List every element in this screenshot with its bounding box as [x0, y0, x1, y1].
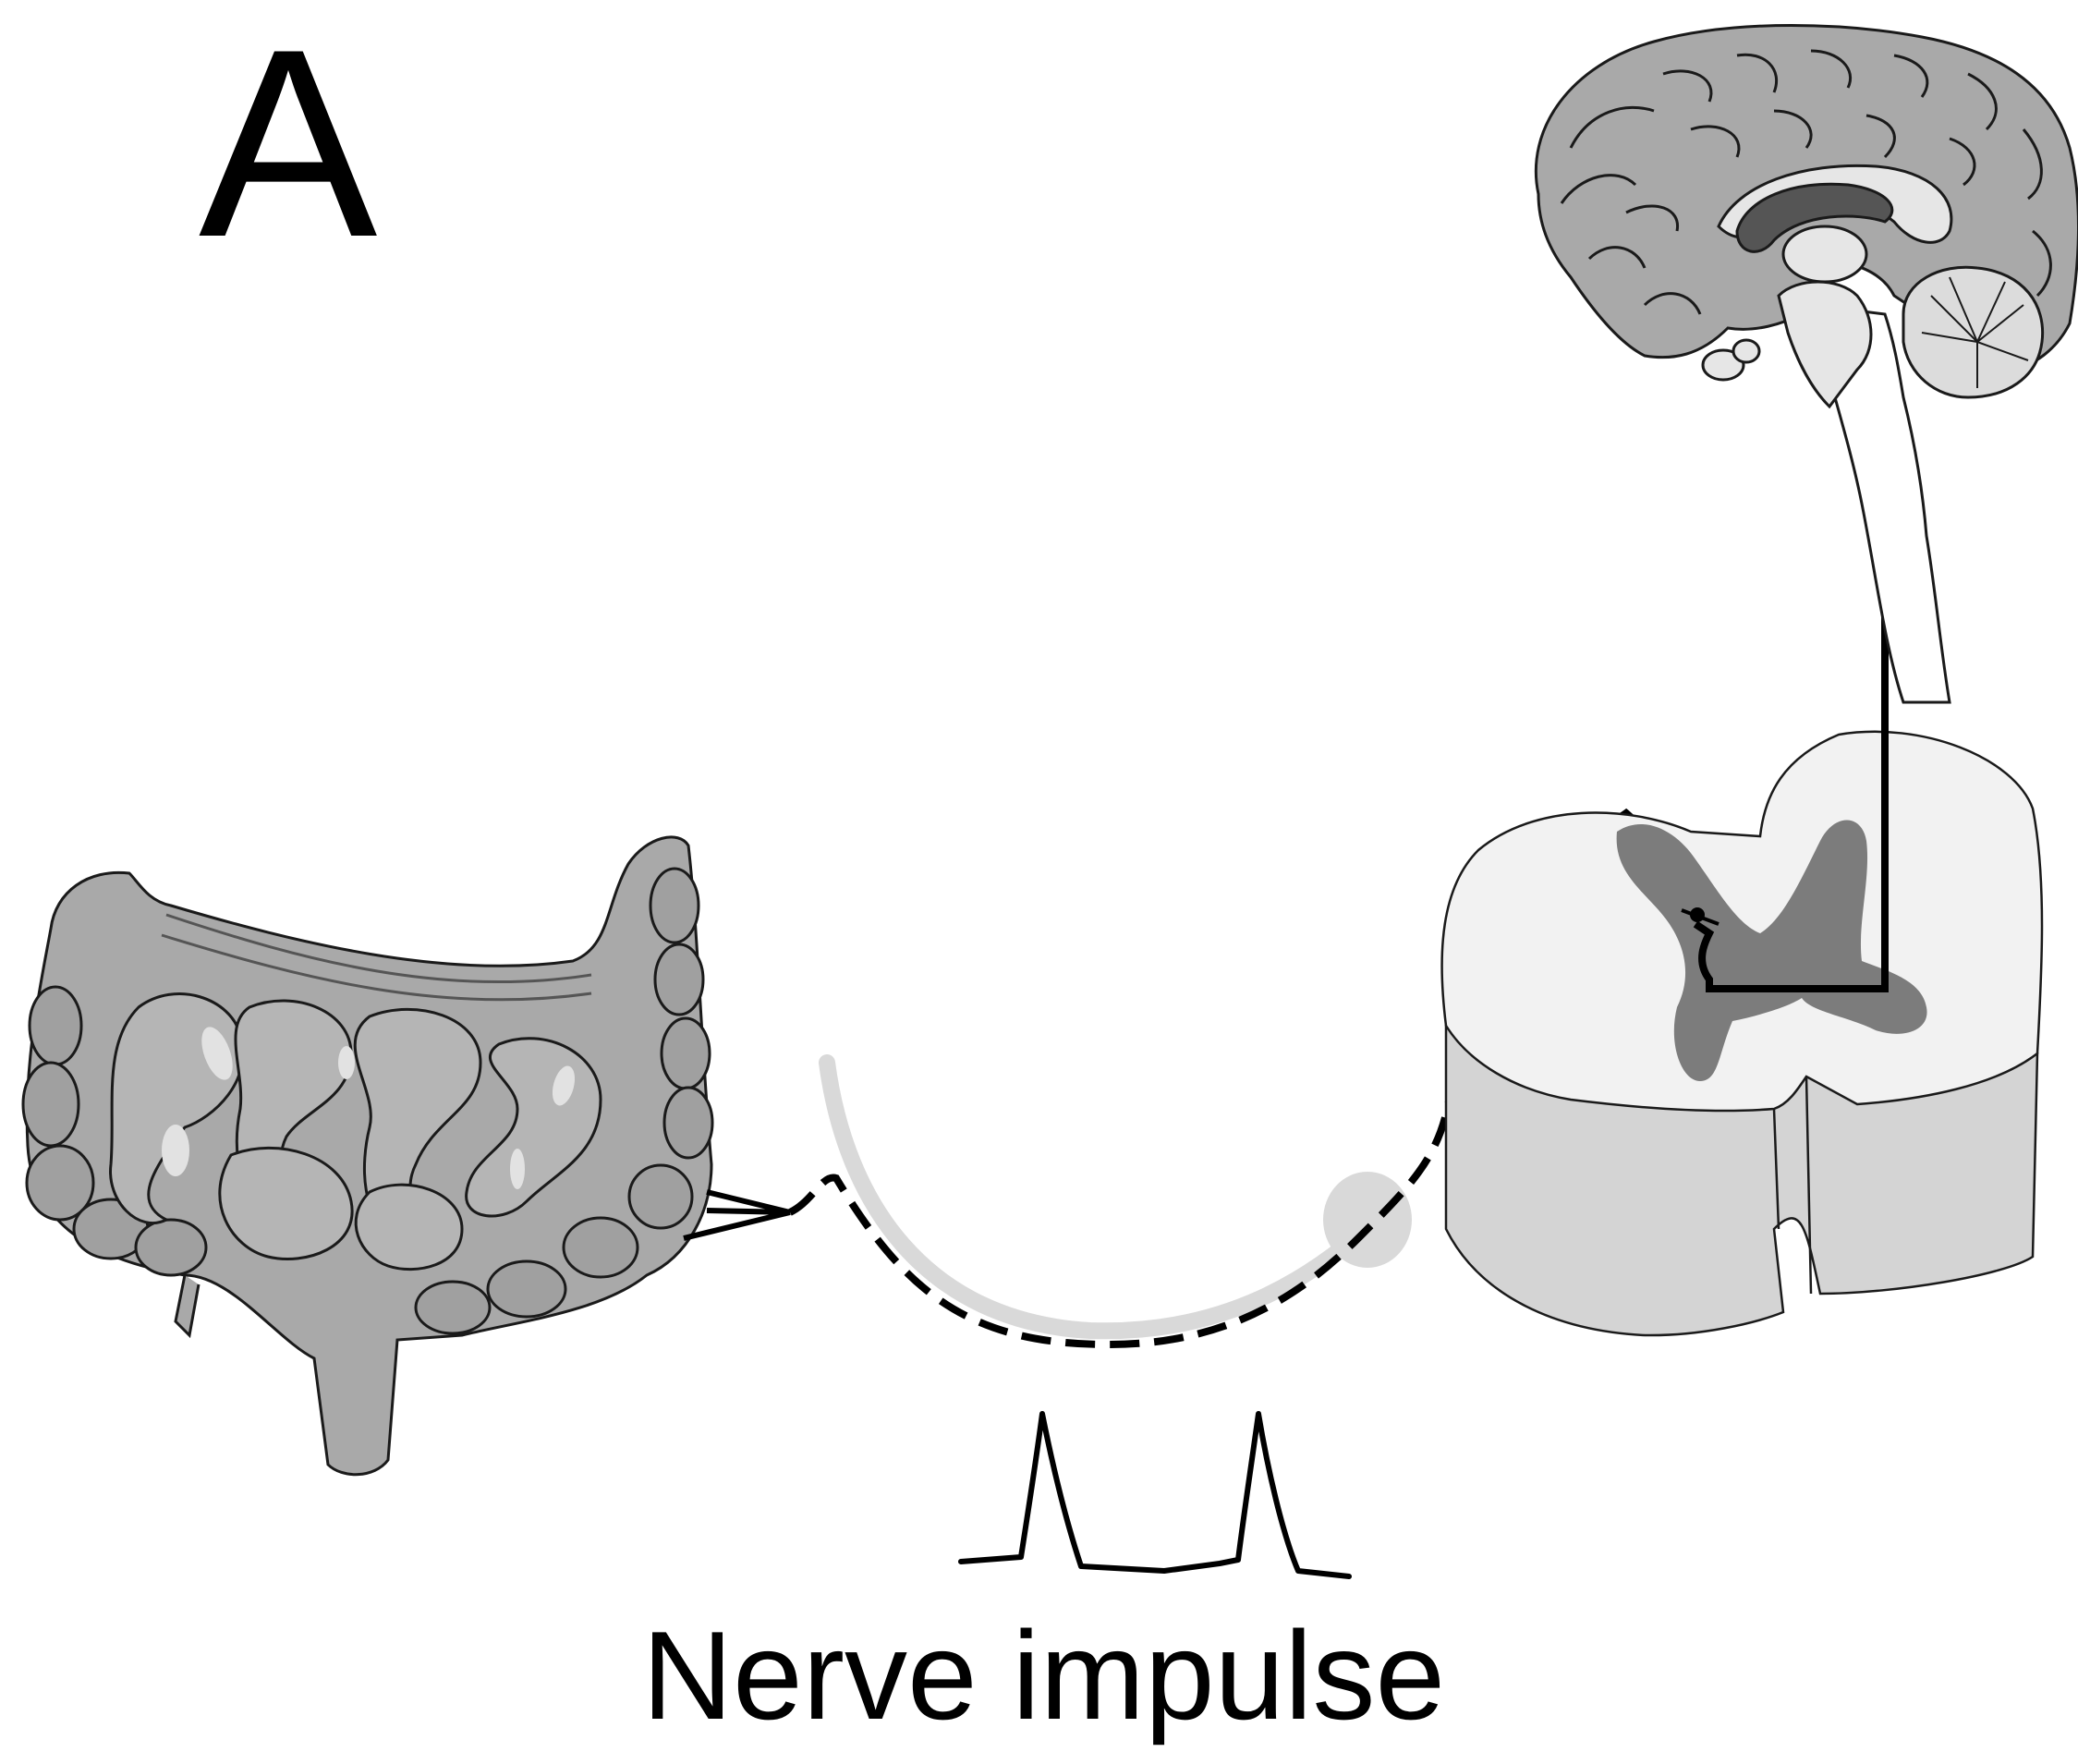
brain-icon [1536, 26, 2078, 703]
panel-label: A [199, 9, 377, 277]
action-potential-trace [961, 1414, 1349, 1576]
intestine-icon [23, 837, 712, 1475]
caption: Nerve impulse [0, 1612, 2078, 1738]
dorsal-root-ganglion [1323, 1172, 1412, 1268]
spinal-cord-icon [1442, 732, 2042, 1335]
